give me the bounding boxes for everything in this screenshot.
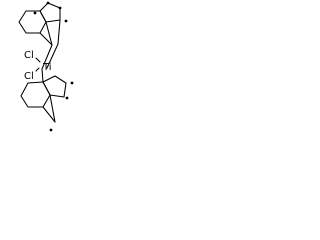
lower-ring-link-bond bbox=[41, 68, 44, 83]
lower-ring-link-bond-3 bbox=[49, 94, 56, 123]
ti-cl-bond bbox=[35, 57, 41, 63]
radical-dot bbox=[33, 11, 37, 15]
atom-label-ti: Ti bbox=[42, 62, 52, 73]
radical-dot bbox=[49, 128, 53, 132]
lower-ring-link-bond-2 bbox=[42, 106, 56, 123]
radical-dot bbox=[70, 81, 74, 85]
lower-cyclohexane-ring bbox=[20, 81, 51, 108]
metal-center bbox=[35, 57, 41, 72]
lower-cyclopentadienyl-ring bbox=[42, 75, 67, 98]
atom-label-cl-top: Cl bbox=[24, 50, 34, 61]
upper-indenyl-ligand bbox=[18, 1, 68, 46]
radical-dot bbox=[58, 6, 62, 10]
upper-ring-link-bond bbox=[39, 32, 53, 46]
ti-cl-bond bbox=[35, 67, 40, 72]
structure-diagram: Cl Ti Cl bbox=[18, 1, 74, 132]
ethylene-bridge bbox=[41, 19, 61, 70]
bridge-bond bbox=[57, 19, 61, 45]
lower-indenyl-ligand bbox=[20, 68, 74, 132]
radical-dot bbox=[65, 96, 69, 100]
radical-dot bbox=[46, 1, 50, 5]
bridge-bond bbox=[46, 43, 59, 69]
upper-ring-link-bond-2 bbox=[45, 21, 53, 46]
upper-cyclopentadienyl-ring bbox=[39, 2, 61, 23]
bridge-bond bbox=[41, 44, 53, 70]
atom-label-cl-bottom: Cl bbox=[24, 71, 34, 82]
radical-dot bbox=[64, 19, 68, 23]
